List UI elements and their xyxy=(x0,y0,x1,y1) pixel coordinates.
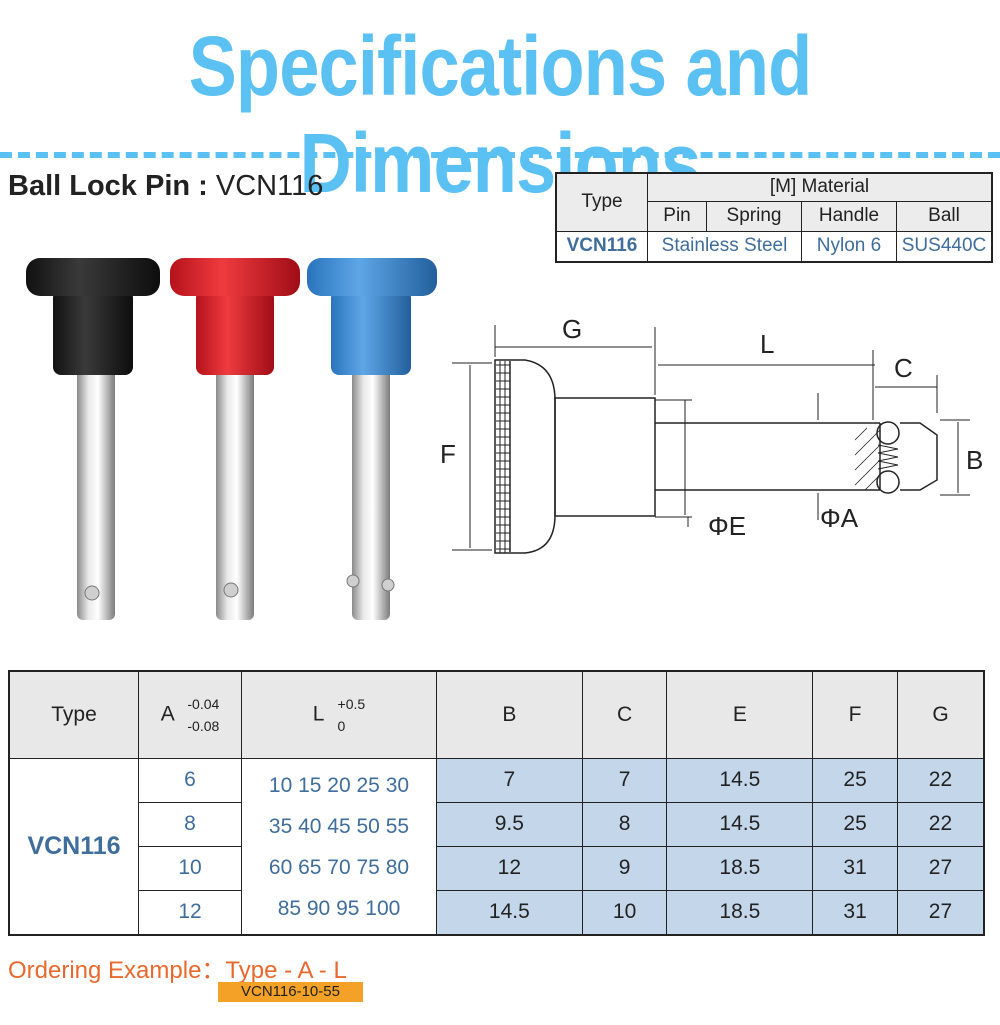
label-e: ΦE xyxy=(708,511,746,541)
dashed-divider xyxy=(0,152,1000,158)
material-row-type: VCN116 xyxy=(555,230,648,263)
dims-e: 18.5 xyxy=(666,845,814,891)
ordering-example-label: Ordering Example：Type - A - L xyxy=(8,957,347,984)
dims-b: 7 xyxy=(436,758,583,803)
dims-header-b: B xyxy=(436,670,583,759)
label-g: G xyxy=(562,314,582,344)
dims-type: VCN116 xyxy=(8,758,139,936)
dims-header-e: E xyxy=(666,670,814,759)
dims-l-values: 10 15 20 25 30 35 40 45 50 55 60 65 70 7… xyxy=(241,758,437,936)
label-l: L xyxy=(760,329,774,359)
product-photo xyxy=(26,258,437,620)
dims-b: 14.5 xyxy=(436,889,583,936)
dims-e: 18.5 xyxy=(666,889,814,936)
product-code: VCN116 xyxy=(215,170,324,202)
material-pin-spring: Stainless Steel xyxy=(647,230,802,263)
dims-l: 60 65 70 75 80 xyxy=(268,855,410,879)
black-pin-image xyxy=(26,258,160,620)
dims-l: 85 90 95 100 xyxy=(277,896,401,920)
dims-a: 6 xyxy=(138,758,242,803)
dims-header-f: F xyxy=(812,670,898,759)
dims-a: 8 xyxy=(138,801,242,847)
dims-e: 14.5 xyxy=(666,758,814,803)
material-col-ball: Ball xyxy=(896,200,993,232)
dims-f: 25 xyxy=(812,758,898,803)
dimension-drawing: G L C F B ΦE ΦA xyxy=(440,314,983,554)
dims-g: 22 xyxy=(896,801,985,847)
material-col-handle: Handle xyxy=(801,200,897,232)
dims-g: 27 xyxy=(896,845,985,891)
dims-b: 9.5 xyxy=(436,801,583,847)
material-type-header: Type xyxy=(555,172,648,232)
dims-header-a: A -0.04-0.08 xyxy=(138,670,242,759)
table-row: 10 12 9 18.5 31 27 xyxy=(9,845,985,891)
product-subtitle: Ball Lock Pin : VCN116 xyxy=(8,170,323,203)
dims-c: 7 xyxy=(581,758,668,803)
dims-header-type: Type xyxy=(8,670,139,759)
dims-header-c: C xyxy=(581,670,668,759)
label-a: ΦA xyxy=(820,503,859,533)
dims-e: 14.5 xyxy=(666,801,814,847)
ordering-example-code: VCN116-10-55 xyxy=(218,982,363,1002)
dims-f: 25 xyxy=(812,801,898,847)
dims-l: 10 15 20 25 30 xyxy=(268,773,410,797)
material-handle: Nylon 6 xyxy=(801,230,897,263)
page-title: Specifications and Dimensions xyxy=(188,19,813,210)
dims-c: 10 xyxy=(581,889,668,936)
dims-g: 27 xyxy=(896,889,985,936)
label-b: B xyxy=(966,445,983,475)
product-name: Ball Lock Pin : xyxy=(8,170,208,202)
material-header: [M] Material xyxy=(647,172,993,202)
dims-f: 31 xyxy=(812,845,898,891)
dims-b: 12 xyxy=(436,845,583,891)
dims-l: 35 40 45 50 55 xyxy=(268,814,410,838)
dims-c: 8 xyxy=(581,801,668,847)
table-row: 12 14.5 10 18.5 31 27 xyxy=(9,889,985,936)
red-pin-image xyxy=(170,258,300,620)
label-f: F xyxy=(440,439,456,469)
material-col-pin: Pin xyxy=(647,200,707,232)
dims-header-g: G xyxy=(896,670,985,759)
table-row: 8 9.5 8 14.5 25 22 xyxy=(9,801,985,847)
material-ball: SUS440C xyxy=(896,230,993,263)
blue-pin-image xyxy=(307,258,437,620)
material-col-spring: Spring xyxy=(706,200,802,232)
dims-a: 12 xyxy=(138,889,242,936)
material-table: Type [M] Material Pin Spring Handle Ball… xyxy=(555,172,993,263)
dims-c: 9 xyxy=(581,845,668,891)
dims-a: 10 xyxy=(138,845,242,891)
dims-f: 31 xyxy=(812,889,898,936)
dims-g: 22 xyxy=(896,758,985,803)
table-row: VCN116 6 10 15 20 25 30 35 40 45 50 55 6… xyxy=(8,758,985,936)
label-c: C xyxy=(894,353,913,383)
